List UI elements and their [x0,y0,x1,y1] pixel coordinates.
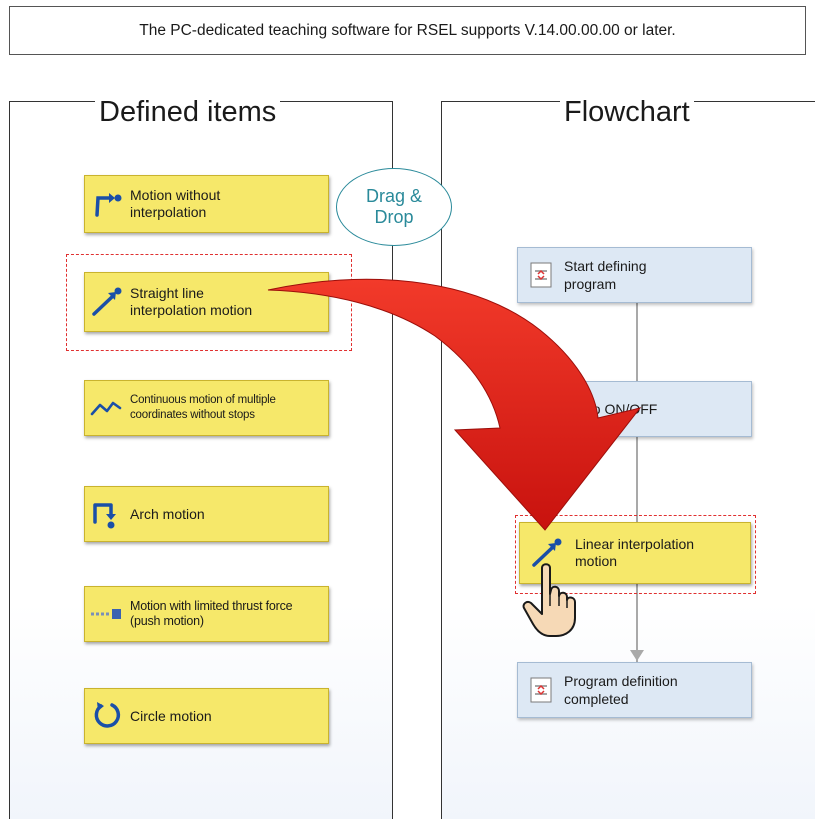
document-icon [530,262,552,288]
motion-without-interpolation-icon [85,184,127,224]
item-motion-without-interpolation[interactable]: Motion without interpolation [84,175,329,233]
software-version-notice: The PC-dedicated teaching software for R… [9,6,806,55]
push-motion-icon [85,594,127,634]
flow-step-label: Program definition completed [564,673,678,707]
item-label: Circle motion [130,707,212,724]
hand-pointer-icon [522,563,576,637]
flow-step-label: Servo ON/OFF [564,401,658,417]
flowchart-title: Flowchart [560,96,694,128]
flow-step-servo[interactable]: Servo ON/OFF [517,381,752,437]
item-continuous-motion[interactable]: Continuous motion of multiple coordinate… [84,380,329,436]
defined-items-title: Defined items [95,96,281,128]
flow-step-label: Start defining program [564,258,647,292]
flow-connector-arrowhead [630,650,644,661]
circle-motion-icon [85,696,127,736]
document-icon [530,396,552,422]
item-straight-line-interpolation[interactable]: Straight line interpolation motion [84,272,329,332]
flow-step-program-completed[interactable]: Program definition completed [517,662,752,718]
flow-step-start-program[interactable]: Start defining program [517,247,752,303]
drag-and-drop-callout: Drag & Drop [336,168,452,246]
item-arch-motion[interactable]: Arch motion [84,486,329,542]
flow-connector-line [636,300,638,662]
straight-line-interpolation-icon [520,533,572,573]
item-label: Continuous motion of multiple coordinate… [130,394,276,421]
continuous-motion-icon [85,388,127,428]
callout-line-1: Drag & [365,186,423,206]
item-label: Straight line interpolation motion [130,285,253,318]
arch-motion-icon [85,494,127,534]
item-circle-motion[interactable]: Circle motion [84,688,329,744]
item-label: Motion without interpolation [130,187,221,220]
item-label: Arch motion [130,505,205,522]
item-push-motion[interactable]: Motion with limited thrust force (push m… [84,586,329,642]
flow-step-label: Linear interpolation motion [575,536,695,569]
straight-line-interpolation-icon [85,282,127,322]
callout-line-2: Drop [374,207,414,227]
item-label: Motion with limited thrust force (push m… [130,599,293,628]
document-icon [530,677,552,703]
